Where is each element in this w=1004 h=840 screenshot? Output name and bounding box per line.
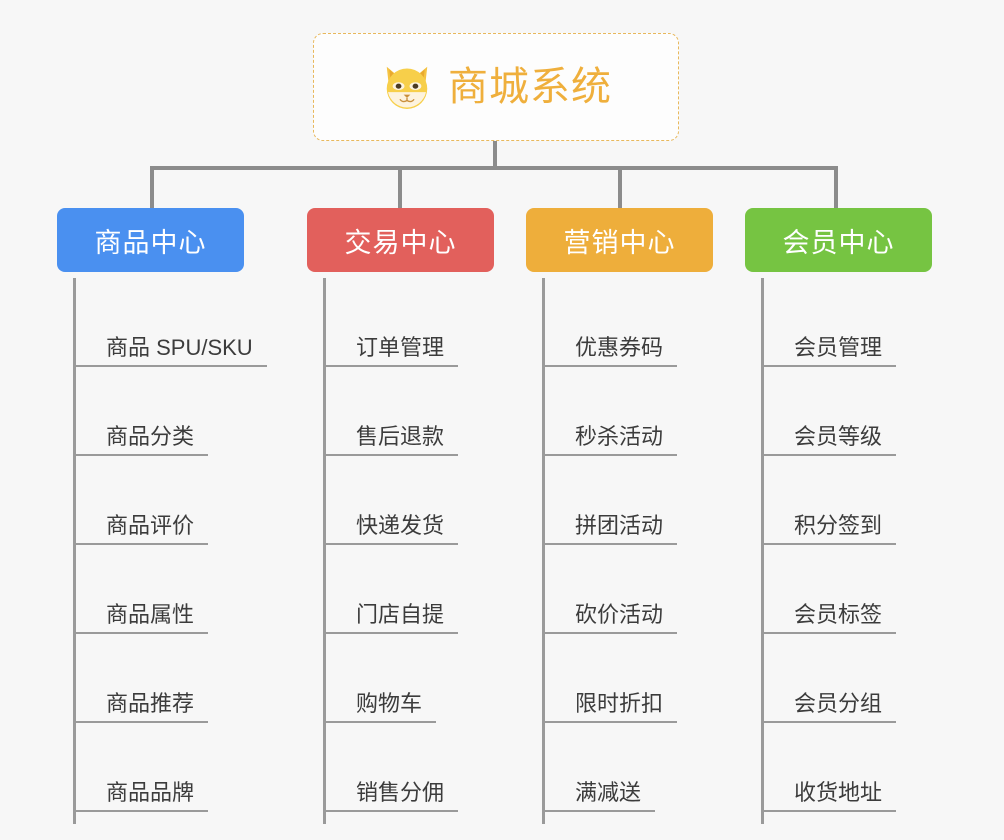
leaf-label: 售后退款 [356, 423, 445, 449]
leaf-label: 会员标签 [794, 601, 883, 627]
leaf-item[interactable]: 快递发货 [326, 456, 459, 545]
leaf-label: 会员管理 [794, 334, 883, 360]
category-label: 交易中心 [344, 227, 457, 258]
leaf-item[interactable]: 满减送 [545, 723, 656, 812]
leaf-item[interactable]: 拼团活动 [545, 456, 678, 545]
leaf-label: 商品评价 [106, 512, 195, 538]
leaf-label: 商品 SPU/SKU [106, 334, 253, 360]
leaf-item[interactable]: 砍价活动 [545, 545, 678, 634]
category-label: 会员中心 [782, 227, 895, 258]
leaf-item[interactable]: 商品属性 [76, 545, 209, 634]
connector-drop-1 [150, 166, 154, 210]
category-box-3[interactable]: 会员中心 [745, 208, 932, 272]
connector-drop-3 [618, 166, 622, 210]
leaf-label: 积分签到 [794, 512, 883, 538]
leaf-trunk [73, 278, 76, 824]
connector-drop-4 [834, 166, 838, 210]
category-box-1[interactable]: 交易中心 [307, 208, 494, 272]
category-label: 商品中心 [94, 227, 207, 258]
leaf-label: 收货地址 [794, 779, 883, 805]
leaf-label: 商品推荐 [106, 690, 195, 716]
leaf-label: 商品分类 [106, 423, 195, 449]
leaf-item[interactable]: 商品推荐 [76, 634, 209, 723]
leaf-label: 满减送 [575, 779, 642, 805]
connector-root-stem [493, 141, 497, 168]
leaf-label: 砍价活动 [575, 601, 664, 627]
category-box-2[interactable]: 营销中心 [526, 208, 713, 272]
leaf-item[interactable]: 积分签到 [764, 456, 897, 545]
leaf-label: 快递发货 [356, 512, 445, 538]
leaf-item[interactable]: 会员标签 [764, 545, 897, 634]
leaf-item[interactable]: 商品分类 [76, 367, 209, 456]
leaf-label: 拼团活动 [575, 512, 664, 538]
leaf-item[interactable]: 门店自提 [326, 545, 459, 634]
leaf-trunk [542, 278, 545, 824]
leaf-item[interactable]: 收货地址 [764, 723, 897, 812]
leaf-item[interactable]: 商品评价 [76, 456, 209, 545]
leaf-label: 限时折扣 [575, 690, 664, 716]
leaf-label: 商品品牌 [106, 779, 195, 805]
leaf-label: 商品属性 [106, 601, 195, 627]
leaf-item[interactable]: 会员分组 [764, 634, 897, 723]
leaf-label: 门店自提 [356, 601, 445, 627]
shiba-inu-dog-face-icon [386, 66, 428, 109]
leaf-item[interactable]: 销售分佣 [326, 723, 459, 812]
root-title: 商城系统 [448, 65, 612, 109]
leaf-item[interactable]: 订单管理 [326, 278, 459, 367]
leaf-label: 秒杀活动 [575, 423, 664, 449]
leaf-trunk [323, 278, 326, 824]
leaf-label: 订单管理 [356, 334, 445, 360]
leaf-label: 优惠券码 [575, 334, 664, 360]
leaf-label: 会员等级 [794, 423, 883, 449]
root-node[interactable]: 商城系统 [313, 33, 679, 141]
leaf-trunk [761, 278, 764, 824]
leaf-item[interactable]: 购物车 [326, 634, 437, 723]
leaf-item[interactable]: 限时折扣 [545, 634, 678, 723]
leaf-item[interactable]: 会员等级 [764, 367, 897, 456]
leaf-label: 购物车 [356, 690, 423, 716]
connector-drop-2 [398, 166, 402, 210]
leaf-item[interactable]: 商品 SPU/SKU [76, 278, 267, 367]
leaf-item[interactable]: 会员管理 [764, 278, 897, 367]
leaf-label: 销售分佣 [356, 779, 445, 805]
category-box-0[interactable]: 商品中心 [57, 208, 244, 272]
leaf-item[interactable]: 商品品牌 [76, 723, 209, 812]
category-label: 营销中心 [563, 227, 676, 258]
leaf-item[interactable]: 售后退款 [326, 367, 459, 456]
leaf-item[interactable]: 优惠券码 [545, 278, 678, 367]
connector-bus [150, 166, 838, 170]
leaf-label: 会员分组 [794, 690, 883, 716]
leaf-item[interactable]: 秒杀活动 [545, 367, 678, 456]
